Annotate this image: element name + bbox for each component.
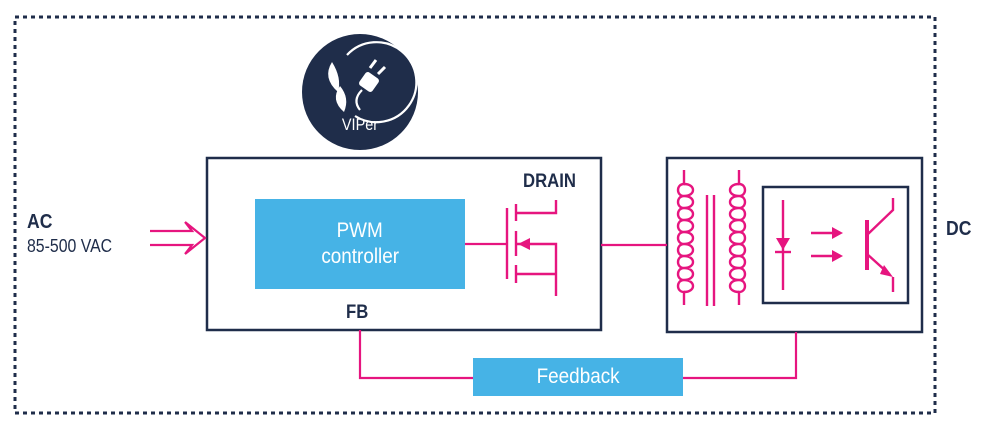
ac-input-arrow-icon xyxy=(150,221,207,255)
viper-logo xyxy=(302,34,418,150)
fb-wire-right xyxy=(683,332,798,380)
pwm-controller-block: PWM controller xyxy=(255,199,465,289)
dc-label: DC xyxy=(946,218,972,240)
mosfet-icon xyxy=(505,200,558,296)
pwm-label-line2: controller xyxy=(321,245,399,268)
pwm-label-line1: PWM xyxy=(336,219,384,242)
feedback-label: Feedback xyxy=(536,365,620,388)
transformer-icon xyxy=(676,170,747,306)
optocoupler-box xyxy=(761,185,910,305)
ac-range-label: 85-500 VAC xyxy=(27,236,113,256)
drain-label: DRAIN xyxy=(523,171,576,192)
optocoupler-icon xyxy=(775,198,895,292)
ac-label: AC xyxy=(27,211,53,233)
fb-wire-left xyxy=(358,330,473,380)
logo-text: VIPer xyxy=(341,115,379,134)
plug-leaf-icon xyxy=(328,41,418,124)
fb-label: FB xyxy=(346,302,369,323)
system-boundary xyxy=(13,15,937,415)
feedback-block: Feedback xyxy=(473,358,683,396)
